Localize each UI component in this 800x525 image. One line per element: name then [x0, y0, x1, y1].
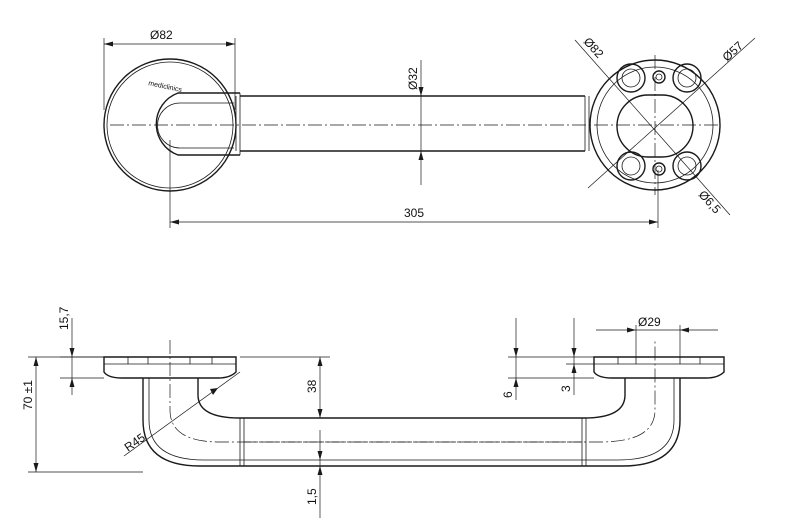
dim-gap: 1,5: [305, 430, 323, 518]
brand-logo-text: mediclinics: [148, 80, 183, 94]
dim-label-32: Ø32: [406, 67, 420, 90]
dim-label-82-left: Ø82: [150, 28, 173, 42]
dim-bend-radius: R45: [122, 371, 241, 457]
dim-length: 305: [169, 140, 659, 228]
dim-label-57: Ø57: [720, 38, 746, 64]
right-flange: [574, 37, 756, 216]
dim-label-70: 70 ±1: [21, 380, 35, 410]
dim-height-38: 38: [240, 356, 330, 418]
dim-6: 6: [501, 318, 594, 400]
side-right-flange: [593, 356, 725, 379]
left-tube-end-outer: [155, 92, 240, 156]
top-view: mediclinics: [103, 28, 756, 228]
dim-label-29: Ø29: [638, 315, 661, 329]
dim-29: Ø29: [596, 315, 718, 357]
dim-flange-left: Ø82: [103, 28, 236, 110]
dim-3: 3: [559, 318, 594, 395]
dim-label-305: 305: [404, 206, 424, 220]
dim-label-82-right: Ø82: [581, 35, 607, 61]
dim-flange-thickness: 15,7: [57, 306, 104, 395]
dim-label-15-7: 15,7: [57, 306, 71, 330]
side-bar: [142, 340, 681, 467]
hole-top: [652, 70, 666, 84]
dim-label-38: 38: [305, 379, 319, 393]
tube-top: [110, 93, 720, 155]
dim-label-3: 3: [559, 385, 573, 392]
side-view: 15,7 70 ±1 R45 38: [21, 306, 725, 518]
dim-label-1-5: 1,5: [305, 488, 319, 505]
hole-bottom: [652, 162, 666, 176]
dim-label-6-5: Ø6,5: [696, 188, 724, 217]
dim-projection: 70 ±1: [21, 356, 143, 473]
left-tube-end-inner: [157, 102, 234, 149]
dim-tube-diameter: Ø32: [406, 60, 424, 185]
dim-label-6: 6: [501, 391, 515, 398]
